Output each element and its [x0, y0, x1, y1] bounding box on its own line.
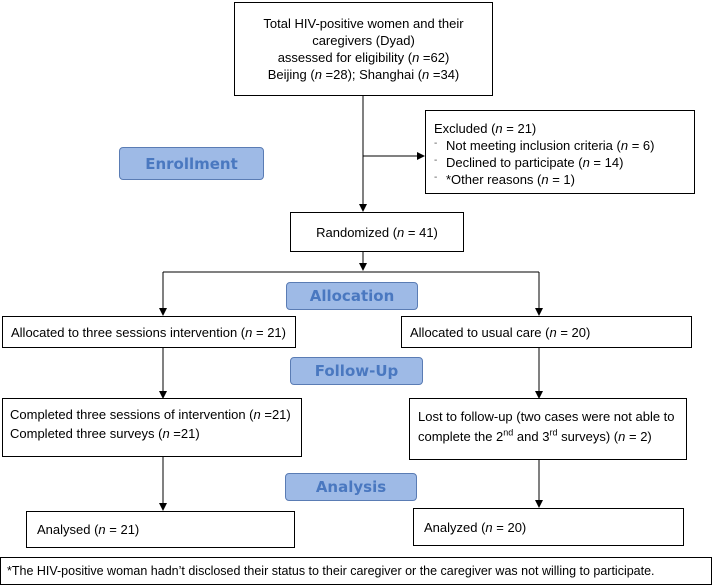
- excluded-reason: Declined to participate (n = 14): [434, 152, 694, 171]
- stage-allocation: Allocation: [286, 282, 418, 310]
- allocation-usual-care-label: Allocated to usual care (n = 20): [410, 324, 591, 340]
- eligibility-line-1: Total HIV-positive women and their careg…: [263, 16, 464, 48]
- randomized-label: Randomized (n = 41): [316, 224, 438, 240]
- footnote-text: *The HIV-positive woman hadn’t disclosed…: [7, 563, 655, 578]
- excluded-reasons-list: Not meeting inclusion criteria (n = 6) D…: [434, 135, 694, 188]
- analysed-usual-care-label: Analyzed (n = 20): [424, 519, 527, 535]
- analysed-usual-care-box: Analyzed (n = 20): [413, 508, 684, 546]
- footnote-box: *The HIV-positive woman hadn’t disclosed…: [0, 557, 712, 585]
- excluded-reason: Not meeting inclusion criteria (n = 6): [434, 135, 694, 154]
- followup-intervention-box: Completed three sessions of intervention…: [2, 398, 302, 457]
- eligibility-line-2: assessed for eligibility (n =62): [277, 50, 450, 65]
- excluded-title: Excluded (n = 21): [434, 121, 537, 136]
- excluded-box: Excluded (n = 21) Not meeting inclusion …: [425, 110, 695, 194]
- allocation-intervention-box: Allocated to three sessions intervention…: [2, 316, 296, 348]
- eligibility-box: Total HIV-positive women and their careg…: [234, 2, 493, 96]
- analysed-intervention-box: Analysed (n = 21): [26, 511, 295, 548]
- randomized-box: Randomized (n = 41): [290, 212, 464, 252]
- eligibility-line-3: Beijing (n =28); Shanghai (n =34): [267, 67, 460, 82]
- excluded-reason: *Other reasons (n = 1): [434, 169, 694, 188]
- allocation-usual-care-box: Allocated to usual care (n = 20): [401, 316, 692, 348]
- followup-usual-care-box: Lost to follow-up (two cases were not ab…: [409, 398, 687, 460]
- allocation-intervention-label: Allocated to three sessions intervention…: [11, 324, 286, 340]
- followup-intervention-line-1: Completed three sessions of intervention…: [10, 407, 291, 422]
- followup-usual-care-line-1: Lost to follow-up (two cases were not ab…: [418, 409, 675, 424]
- stage-enrollment: Enrollment: [119, 147, 264, 180]
- followup-intervention-line-2: Completed three surveys (n =21): [10, 426, 200, 441]
- followup-usual-care-line-2: complete the 2nd and 3rd surveys) (n = 2…: [418, 427, 652, 444]
- stage-analysis: Analysis: [285, 473, 417, 501]
- stage-followup: Follow-Up: [290, 357, 423, 385]
- analysed-intervention-label: Analysed (n = 21): [37, 522, 140, 537]
